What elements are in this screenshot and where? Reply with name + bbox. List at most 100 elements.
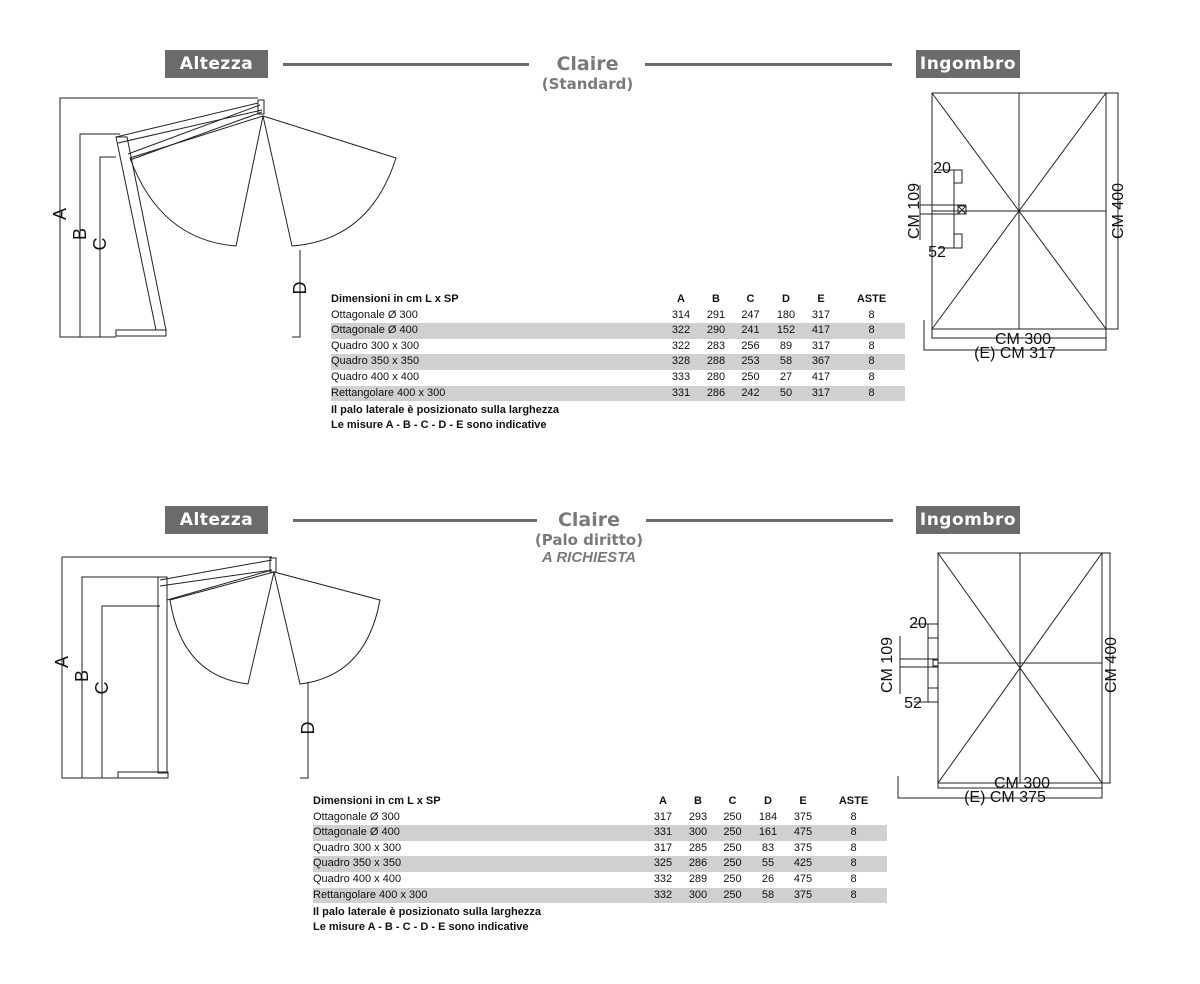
header-b: B <box>712 293 720 305</box>
footprint-drawing: CM 300 (E) CM 317 CM 400 CM 109 20 52 <box>906 92 1127 362</box>
title-name: Claire <box>556 53 619 75</box>
footprint-width-label: CM 300 <box>995 331 1051 348</box>
cell-c: 250 <box>723 872 742 885</box>
cell-c: 247 <box>741 308 760 321</box>
cell-d: 83 <box>761 841 775 854</box>
cell-a: 314 <box>671 308 691 321</box>
cell-c: 242 <box>733 385 768 402</box>
cell-e: 375 <box>786 887 820 904</box>
cell-e: 475 <box>793 872 813 885</box>
cell-a: 332 <box>645 887 681 904</box>
cell-aste: 8 <box>838 354 905 370</box>
cell-b: 291 <box>706 308 726 321</box>
footprint-height-label: CM 400 <box>1110 183 1127 239</box>
cell-b: 285 <box>688 841 708 854</box>
cell-a: 328 <box>663 354 699 370</box>
cell-a: 325 <box>645 856 681 872</box>
header-c: C <box>746 293 755 305</box>
cell-c: 250 <box>715 887 750 904</box>
cell-c: 250 <box>723 810 742 823</box>
cell-model: Rettangolare 400 x 300 <box>331 385 663 402</box>
cell-a: 331 <box>645 825 681 841</box>
header-dimensioni: Dimensioni in cm L x SP <box>313 795 441 807</box>
table-row: Ottagonale Ø 400 331 300 250 161 475 8 <box>313 825 887 841</box>
footprint-top-label: 20 <box>933 160 951 177</box>
cell-model: Ottagonale Ø 300 <box>313 810 400 823</box>
cell-d: 180 <box>776 308 796 321</box>
cell-e: 317 <box>804 385 838 402</box>
cell-a: 322 <box>671 339 691 352</box>
cell-model: Quadro 350 x 350 <box>331 354 663 370</box>
table-row: Quadro 300 x 300 317 285 250 83 375 8 <box>313 841 887 857</box>
cell-b: 288 <box>699 354 733 370</box>
product-title: Claire (Standard) <box>520 53 655 93</box>
cell-model: Rettangolare 400 x 300 <box>313 887 645 904</box>
header-d: D <box>764 795 772 807</box>
header-a: A <box>659 795 667 807</box>
footprint-bottom-label: 52 <box>904 695 922 712</box>
table-note-1: Il palo laterale è posizionato sulla lar… <box>331 404 560 416</box>
title-name: Claire <box>557 509 621 531</box>
cell-aste: 8 <box>820 887 887 904</box>
cell-d: 161 <box>750 825 786 841</box>
cell-aste: 8 <box>838 323 905 339</box>
cell-aste: 8 <box>850 841 857 854</box>
cell-model: Ottagonale Ø 400 <box>313 825 645 841</box>
cell-e: 367 <box>804 354 838 370</box>
cell-model: Ottagonale Ø 300 <box>331 308 418 321</box>
cell-b: 293 <box>688 810 708 823</box>
header-rule-left <box>283 63 529 66</box>
cell-aste: 8 <box>868 308 875 321</box>
cell-model: Quadro 400 x 400 <box>331 370 420 383</box>
header-d: D <box>782 293 790 305</box>
cell-a: 322 <box>663 323 699 339</box>
cell-e: 375 <box>793 841 813 854</box>
table-note-1: Il palo laterale è posizionato sulla lar… <box>313 906 542 918</box>
cell-c: 250 <box>723 841 742 854</box>
dimension-letter-d: D <box>298 722 318 735</box>
footprint-ext-label: (E) CM 375 <box>964 789 1046 806</box>
footprint-height-label: CM 400 <box>1103 637 1120 693</box>
cell-e: 475 <box>786 825 820 841</box>
table-note-2: Le misure A - B - C - D - E sono indicat… <box>313 921 529 933</box>
dimensions-table: Dimensioni in cm L x SP A B C D E ASTE O… <box>313 794 887 904</box>
footprint-side-label: CM 109 <box>879 637 896 693</box>
footprint-ext-label: (E) CM 317 <box>974 345 1056 362</box>
altezza-tag: Altezza <box>165 50 268 78</box>
cell-e: 417 <box>811 370 831 383</box>
cell-model: Quadro 300 x 300 <box>331 339 420 352</box>
cell-a: 332 <box>653 872 673 885</box>
cell-b: 283 <box>706 339 726 352</box>
side-elevation-drawing: A B C D <box>50 97 397 338</box>
dimension-letter-a: A <box>50 208 70 220</box>
cell-aste: 8 <box>850 810 857 823</box>
section-palo-diritto: Altezza Claire (Palo diritto) A RICHIEST… <box>0 0 1200 933</box>
dimensions-table: Dimensioni in cm L x SP A B C D E ASTE O… <box>331 292 905 402</box>
cell-model: Quadro 400 x 400 <box>313 872 402 885</box>
cell-c: 253 <box>733 354 768 370</box>
cell-a: 317 <box>653 841 673 854</box>
cell-d: 58 <box>750 887 786 904</box>
cell-aste: 8 <box>850 872 857 885</box>
cell-c: 250 <box>715 825 750 841</box>
footprint-bottom-label: 52 <box>928 244 946 261</box>
header-rule-right <box>646 519 893 522</box>
dimension-letter-b: B <box>72 670 92 682</box>
cell-d: 152 <box>768 323 804 339</box>
cell-c: 256 <box>741 339 760 352</box>
table-row: Quadro 300 x 300 322 283 256 89 317 8 <box>331 339 905 355</box>
cell-d: 184 <box>758 810 778 823</box>
cell-model: Quadro 350 x 350 <box>313 856 645 872</box>
header-rule-left <box>293 519 537 522</box>
cell-b: 280 <box>706 370 726 383</box>
dimension-letter-c: C <box>90 238 110 251</box>
table-row: Ottagonale Ø 300 317 293 250 184 375 8 <box>313 810 887 826</box>
header-rule-right <box>645 63 892 66</box>
title-extra: A RICHIESTA <box>541 549 637 566</box>
cell-b: 286 <box>681 856 715 872</box>
section-standard: Altezza Claire (Standard) Ingombro A <box>0 0 1200 480</box>
table-row: Ottagonale Ø 400 322 290 241 152 417 8 <box>331 323 905 339</box>
cell-b: 300 <box>681 887 715 904</box>
title-subtitle: (Palo diritto) <box>534 531 644 549</box>
cell-d: 26 <box>761 872 775 885</box>
